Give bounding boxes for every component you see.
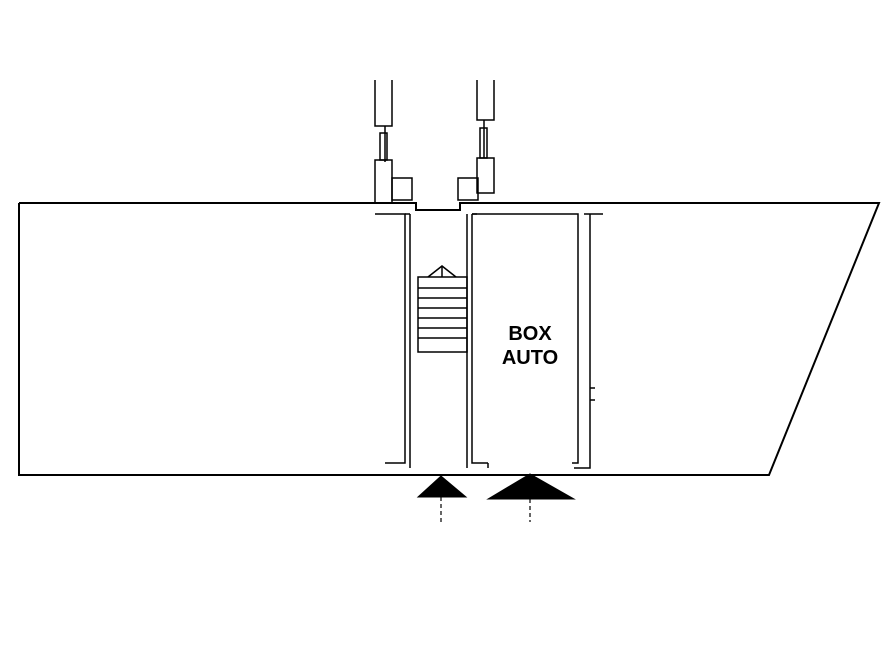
left-column (374, 80, 413, 204)
entrance-arrow-large (486, 473, 576, 522)
box-auto-label-line1: BOX (508, 323, 552, 345)
box-auto-label-line2: AUTO (501, 347, 559, 369)
outer-perimeter (18, 202, 881, 476)
right-column (457, 80, 495, 201)
left-room-wall (375, 213, 406, 464)
entrance-arrow-small (416, 475, 468, 522)
stairs (417, 265, 468, 353)
box-auto-room (472, 213, 579, 468)
